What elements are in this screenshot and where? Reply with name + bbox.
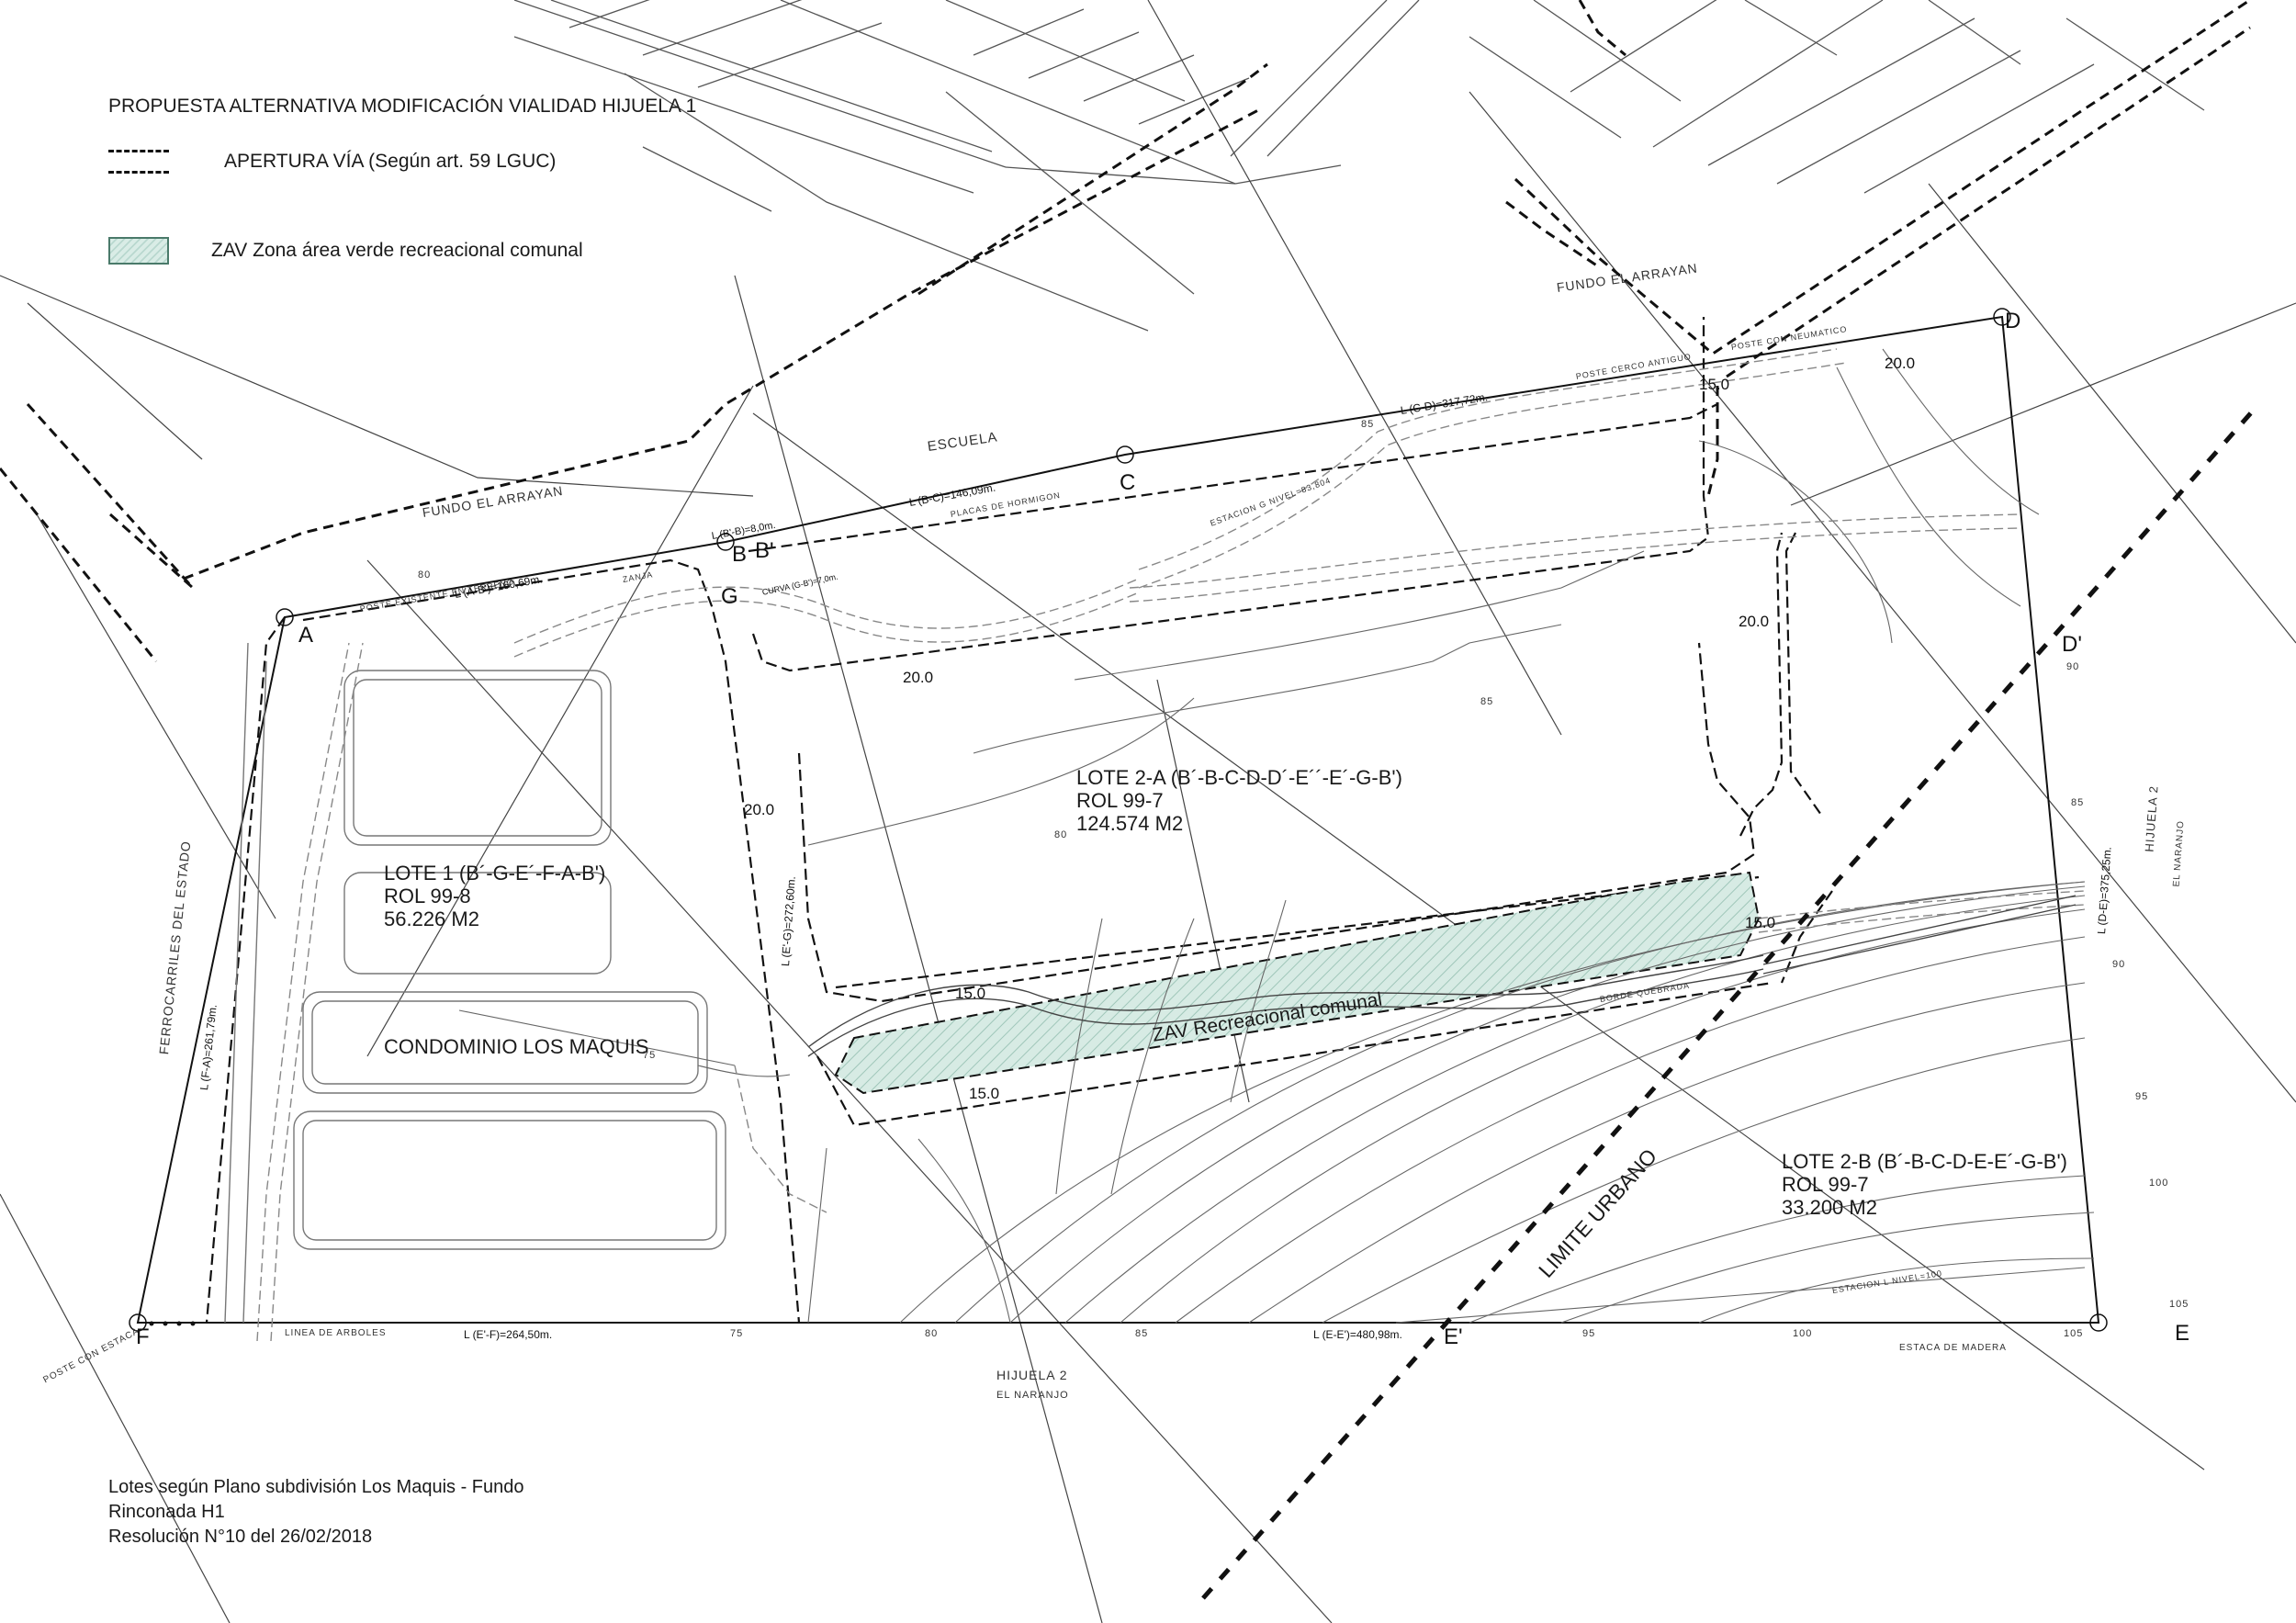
width-20-a: 20.0 bbox=[903, 669, 934, 686]
lot-2a-area: 124.574 M2 bbox=[1076, 812, 1184, 835]
el-naranjo-bottom-label: EL NARANJO bbox=[996, 1390, 1069, 1401]
lot-2b-label: LOTE 2-B (B´-B-C-D-E-E´-G-B') ROL 99-7 3… bbox=[1782, 1150, 2067, 1219]
dashed-line-swatch bbox=[108, 148, 169, 175]
vertex-a: A bbox=[298, 623, 314, 648]
contour-label: 85 bbox=[1480, 696, 1494, 707]
lot-1-name: LOTE 1 (B´-G-E´-F-A-B') bbox=[384, 862, 606, 885]
width-15-b: 15.0 bbox=[1745, 914, 1776, 931]
contour-lines bbox=[458, 348, 2095, 1324]
vertex-d: D bbox=[2005, 309, 2021, 333]
contour-label: 100 bbox=[1793, 1328, 1813, 1339]
contour-label: 80 bbox=[418, 569, 432, 580]
width-20-d: 20.0 bbox=[1885, 355, 1916, 372]
vertex-d-prime: D' bbox=[2062, 632, 2082, 657]
hijuela-2-bottom-label: HIJUELA 2 bbox=[996, 1368, 1068, 1382]
condominio-label: CONDOMINIO LOS MAQUIS bbox=[384, 1035, 649, 1058]
legend-opening-label: APERTURA VÍA (Según art. 59 LGUC) bbox=[224, 151, 557, 172]
lot-2a-name: LOTE 2-A (B´-B-C-D-D´-E´´-E´-G-B') bbox=[1076, 766, 1402, 789]
internal-lots bbox=[205, 317, 1833, 1324]
width-15-c: 15.0 bbox=[955, 985, 986, 1002]
contour-label: 75 bbox=[643, 1050, 657, 1061]
existing-tracks bbox=[256, 348, 2086, 1342]
legend-row-opening: APERTURA VÍA (Según art. 59 LGUC) bbox=[108, 148, 556, 175]
road-openings bbox=[0, 0, 2251, 662]
vertex-markers bbox=[129, 308, 2108, 1332]
contour-label: 105 bbox=[2169, 1299, 2189, 1310]
contour-label: 80 bbox=[925, 1328, 939, 1339]
vertex-b-prime: B' bbox=[755, 538, 774, 563]
contour-label: 85 bbox=[1361, 419, 1375, 430]
vertex-e: E bbox=[2175, 1321, 2190, 1346]
width-15-d: 15.0 bbox=[969, 1085, 1000, 1102]
width-20-c: 20.0 bbox=[1739, 613, 1770, 630]
vertex-f: F bbox=[136, 1324, 150, 1349]
estaca-madera-label: ESTACA DE MADERA bbox=[1899, 1343, 2007, 1353]
lot-1-rol: ROL 99-8 bbox=[384, 885, 471, 907]
legend-zav-label: ZAV Zona área verde recreacional comunal bbox=[211, 240, 583, 261]
contour-label: 95 bbox=[2135, 1091, 2149, 1102]
legend-row-zav: ZAV Zona área verde recreacional comunal bbox=[108, 237, 583, 265]
lot-2a-rol: ROL 99-7 bbox=[1076, 789, 1164, 812]
lot-1-label: LOTE 1 (B´-G-E´-F-A-B') ROL 99-8 56.226 … bbox=[384, 862, 605, 930]
lot-2a-label: LOTE 2-A (B´-B-C-D-D´-E´´-E´-G-B') ROL 9… bbox=[1076, 766, 1402, 835]
zav-area bbox=[834, 871, 1761, 1095]
contour-label: 75 bbox=[730, 1328, 744, 1339]
linea-arboles-label: LINEA DE ARBOLES bbox=[285, 1328, 387, 1338]
limite-urbano-line bbox=[1201, 407, 2257, 1600]
lot-2b-name: LOTE 2-B (B´-B-C-D-E-E´-G-B') bbox=[1782, 1150, 2067, 1173]
vertex-e-prime: E' bbox=[1444, 1324, 1463, 1349]
width-20-b: 20.0 bbox=[744, 801, 775, 818]
lot-2b-rol: ROL 99-7 bbox=[1782, 1173, 1869, 1196]
vertex-b: B bbox=[732, 542, 748, 567]
footer-line-2: Rinconada H1 bbox=[108, 1502, 225, 1522]
property-boundary bbox=[136, 315, 2100, 1324]
vertex-c: C bbox=[1120, 470, 1136, 495]
footer-line-1: Lotes según Plano subdivisión Los Maquis… bbox=[108, 1477, 524, 1497]
tree-line bbox=[149, 1321, 196, 1326]
legend-title: PROPUESTA ALTERNATIVA MODIFICACIÓN VIALI… bbox=[108, 96, 697, 117]
contour-label: 90 bbox=[2066, 661, 2080, 672]
quebrada-edge bbox=[807, 895, 2077, 1057]
contour-label: 80 bbox=[1054, 829, 1068, 840]
contour-label: 100 bbox=[2149, 1178, 2169, 1189]
contour-label: 105 bbox=[2064, 1328, 2084, 1339]
dim-ef: L (E'-F)=264,50m. bbox=[464, 1328, 553, 1341]
urban-grid bbox=[513, 0, 2205, 332]
condominio-blocks bbox=[224, 642, 726, 1324]
vertex-g: G bbox=[721, 584, 738, 609]
contour-label: 90 bbox=[2112, 959, 2126, 970]
footer-note: Lotes según Plano subdivisión Los Maquis… bbox=[108, 1475, 524, 1550]
contour-label: 85 bbox=[1135, 1328, 1149, 1339]
contour-label: 95 bbox=[1582, 1328, 1596, 1339]
footer-line-3: Resolución N°10 del 26/02/2018 bbox=[108, 1527, 373, 1547]
zav-swatch bbox=[108, 237, 169, 265]
dim-ee: L (E-E')=480,98m. bbox=[1313, 1328, 1402, 1341]
lot-1-area: 56.226 M2 bbox=[384, 907, 479, 930]
contour-label: 85 bbox=[2071, 797, 2085, 808]
lot-2b-area: 33.200 M2 bbox=[1782, 1196, 1877, 1219]
width-15-a: 15.0 bbox=[1699, 376, 1730, 393]
